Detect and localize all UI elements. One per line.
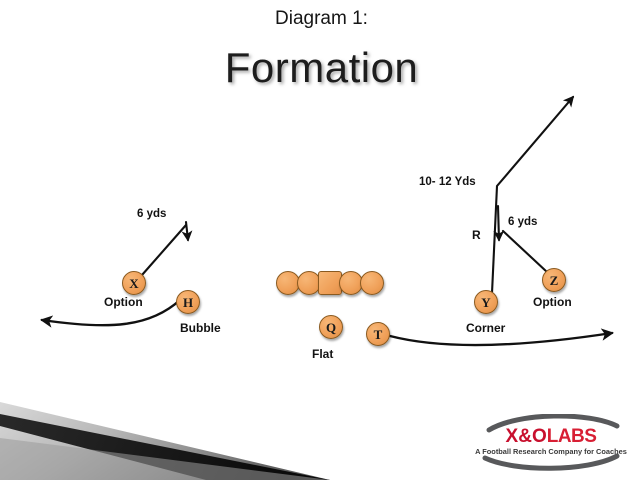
player-marker-q: Q <box>319 315 343 339</box>
logo-amp-text: & <box>518 426 532 447</box>
lineman-right-guard <box>339 271 363 295</box>
logo-x-text: X <box>505 426 519 447</box>
route-y-corner <box>490 95 575 295</box>
annotation-y-depth: 10- 12 Yds <box>419 176 476 188</box>
route-x-option-stem <box>140 223 188 277</box>
logo-wordmark: X&OLABS <box>467 427 635 446</box>
route-h-bubble <box>40 298 182 328</box>
diagram-number-label: Diagram 1: <box>275 8 368 29</box>
route-label-q-flat: Flat <box>312 347 334 361</box>
logo-tagline: A Football Research Company for Coaches <box>475 447 627 456</box>
logo-swoosh-icon <box>482 414 620 471</box>
lineman-center <box>318 271 342 295</box>
route-label-y-corner: Corner <box>466 321 506 335</box>
lineman-right-tackle <box>360 271 384 295</box>
player-marker-h: H <box>176 290 200 314</box>
route-label-z-option: Option <box>533 295 572 309</box>
route-label-h-bubble: Bubble <box>180 321 221 335</box>
logo-o-text: O <box>531 426 547 447</box>
player-marker-t: T <box>366 322 390 346</box>
lineman-left-tackle <box>276 271 300 295</box>
xo-labs-logo: X&OLABS A Football Research Company for … <box>467 414 635 472</box>
page-title: Formation <box>224 44 419 91</box>
annotation-r-marker: R <box>472 228 481 242</box>
logo-labs-text: LABS <box>546 426 597 447</box>
route-x-option-arrow <box>181 220 193 242</box>
corner-banner-decoration <box>0 402 330 480</box>
annotation-z-depth: 6 yds <box>508 216 538 228</box>
player-marker-x: X <box>122 271 146 295</box>
route-r-hook-arrow <box>493 204 505 242</box>
player-marker-z: Z <box>542 268 566 292</box>
annotation-x-depth: 6 yds <box>137 208 167 220</box>
route-z-option <box>501 229 549 274</box>
route-label-x-option: Option <box>104 295 143 309</box>
player-marker-y: Y <box>474 290 498 314</box>
route-t-flat <box>388 328 614 347</box>
